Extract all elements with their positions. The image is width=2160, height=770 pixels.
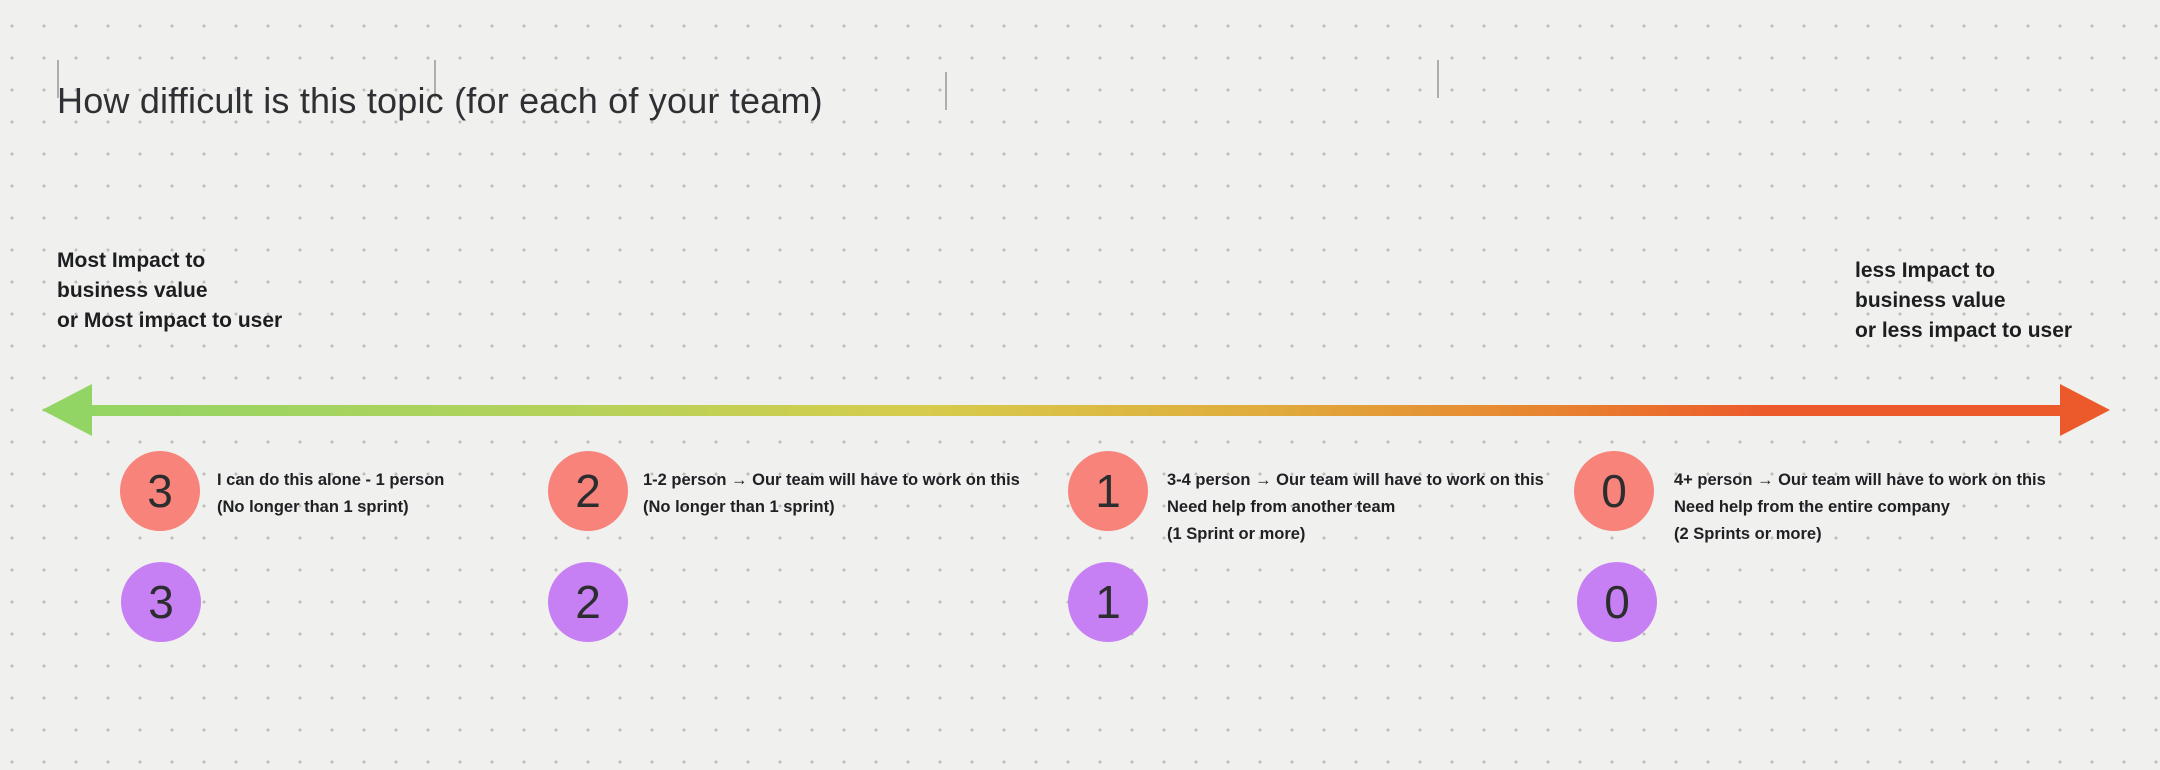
description-line: (2 Sprints or more): [1674, 525, 1822, 543]
arrow-head-right-icon: [2060, 384, 2110, 436]
cursor-tick-mark: [57, 60, 59, 98]
cursor-tick-mark: [1437, 60, 1439, 98]
description-line: Need help from the entire company: [1674, 498, 1950, 516]
less-impact-line: business value: [1855, 289, 2006, 312]
most-impact-label[interactable]: Most Impact to business value or Most im…: [57, 246, 282, 336]
difficulty-score-circle-2[interactable]: 2: [548, 451, 628, 531]
difficulty-description-0[interactable]: 4+ person → Our team will have to work o…: [1674, 467, 2046, 548]
difficulty-score-circle-3[interactable]: 3: [120, 451, 200, 531]
description-line: (No longer than 1 sprint): [643, 498, 835, 516]
less-impact-line: less Impact to: [1855, 259, 1996, 282]
description-line: 4+ person → Our team will have to work o…: [1674, 471, 2046, 489]
description-line: I can do this alone - 1 person: [217, 471, 445, 489]
most-impact-line: or Most impact to user: [57, 309, 283, 332]
less-impact-line: or less impact to user: [1855, 319, 2073, 342]
less-impact-label[interactable]: less Impact to business value or less im…: [1855, 256, 2072, 346]
difficulty-description-1[interactable]: 3-4 person → Our team will have to work …: [1167, 467, 1544, 548]
vote-circle-1[interactable]: 1: [1068, 562, 1148, 642]
difficulty-description-3[interactable]: I can do this alone - 1 person (No longe…: [217, 467, 444, 521]
arrow-head-left-icon: [42, 384, 92, 436]
difficulty-score-circle-0[interactable]: 0: [1574, 451, 1654, 531]
vote-value: 2: [575, 576, 601, 628]
difficulty-score-circle-1[interactable]: 1: [1068, 451, 1148, 531]
most-impact-line: business value: [57, 279, 208, 302]
arrow-shaft: [88, 405, 2062, 416]
description-line: (No longer than 1 sprint): [217, 498, 409, 516]
vote-circle-0[interactable]: 0: [1577, 562, 1657, 642]
difficulty-description-2[interactable]: 1-2 person → Our team will have to work …: [643, 467, 1020, 521]
cursor-tick-mark: [945, 72, 947, 110]
cursor-tick-mark: [434, 60, 436, 98]
vote-value: 1: [1095, 576, 1121, 628]
description-line: (1 Sprint or more): [1167, 525, 1306, 543]
difficulty-score-value: 3: [147, 465, 173, 517]
most-impact-line: Most Impact to: [57, 249, 206, 272]
description-line: Need help from another team: [1167, 498, 1396, 516]
vote-circle-2[interactable]: 2: [548, 562, 628, 642]
difficulty-score-value: 0: [1601, 465, 1627, 517]
description-line: 3-4 person → Our team will have to work …: [1167, 471, 1544, 489]
vote-value: 0: [1604, 576, 1630, 628]
vote-circle-3[interactable]: 3: [121, 562, 201, 642]
vote-value: 3: [148, 576, 174, 628]
difficulty-score-value: 1: [1095, 465, 1121, 517]
board-title[interactable]: How difficult is this topic (for each of…: [57, 80, 823, 121]
difficulty-score-value: 2: [575, 465, 601, 517]
description-line: 1-2 person → Our team will have to work …: [643, 471, 1020, 489]
